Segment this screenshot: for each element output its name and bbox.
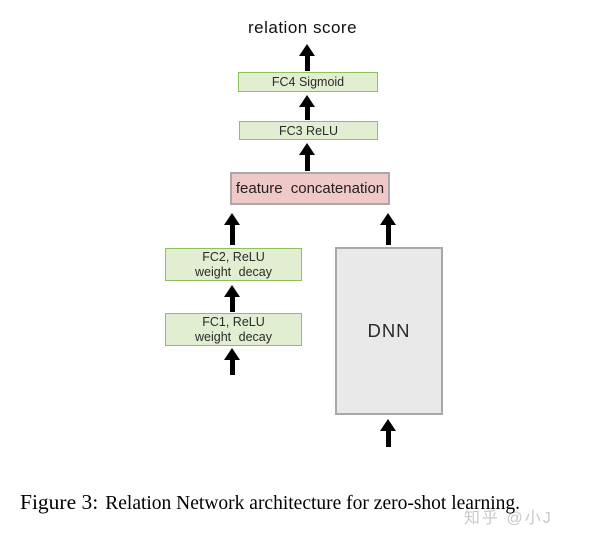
- relation-score-label: relation score: [247, 18, 358, 37]
- arrow-shaft: [385, 430, 391, 447]
- arrow-input-to-dnn-icon: [380, 419, 396, 447]
- arrow-fc2-to-concat-icon: [224, 213, 240, 245]
- feature-concatenation-box: feature concatenation: [230, 172, 390, 205]
- arrow-shaft: [229, 296, 235, 312]
- arrow-shaft: [229, 224, 235, 245]
- arrow-input-to-fc1-icon: [224, 348, 240, 375]
- figure-caption: Figure 3: Relation Network architecture f…: [20, 490, 598, 515]
- arrowhead-icon: [224, 285, 240, 297]
- arrow-fc4-to-score-icon: [299, 44, 315, 71]
- arrowhead-icon: [299, 44, 315, 56]
- fc2-box: FC2, ReLU weight decay: [165, 248, 302, 281]
- arrowhead-icon: [224, 348, 240, 360]
- arrow-fc1-to-fc2-icon: [224, 285, 240, 312]
- fc2-label-line2: weight decay: [195, 264, 272, 279]
- arrow-shaft: [304, 106, 310, 120]
- dnn-box: DNN: [335, 247, 443, 415]
- fc4-box: FC4 Sigmoid: [238, 72, 378, 92]
- fc1-label-line1: FC1, ReLU: [202, 314, 265, 329]
- dnn-label: DNN: [367, 320, 411, 341]
- fc3-label: FC3 ReLU: [278, 123, 339, 138]
- arrowhead-icon: [299, 95, 315, 107]
- arrow-dnn-to-concat-icon: [380, 213, 396, 245]
- feature-concatenation-label: feature concatenation: [235, 180, 385, 197]
- arrowhead-icon: [224, 213, 240, 225]
- zhihu-watermark: 知乎 @小J: [464, 510, 553, 527]
- arrow-concat-to-fc3-icon: [299, 143, 315, 171]
- arrow-shaft: [229, 359, 235, 375]
- arrow-fc3-to-fc4-icon: [299, 95, 315, 120]
- fc4-label: FC4 Sigmoid: [271, 75, 345, 89]
- fc2-label-line1: FC2, ReLU: [202, 249, 265, 264]
- arrowhead-icon: [380, 213, 396, 225]
- arrowhead-icon: [299, 143, 315, 155]
- caption-prefix: Figure 3:: [20, 490, 99, 514]
- fc1-label-line2: weight decay: [195, 329, 272, 344]
- arrow-shaft: [304, 55, 310, 71]
- fc1-box: FC1, ReLU weight decay: [165, 313, 302, 346]
- arrowhead-icon: [380, 419, 396, 431]
- arrow-shaft: [304, 154, 310, 171]
- fc3-box: FC3 ReLU: [239, 121, 378, 140]
- caption-text: Relation Network architecture for zero-s…: [105, 493, 520, 514]
- arrow-shaft: [385, 224, 391, 245]
